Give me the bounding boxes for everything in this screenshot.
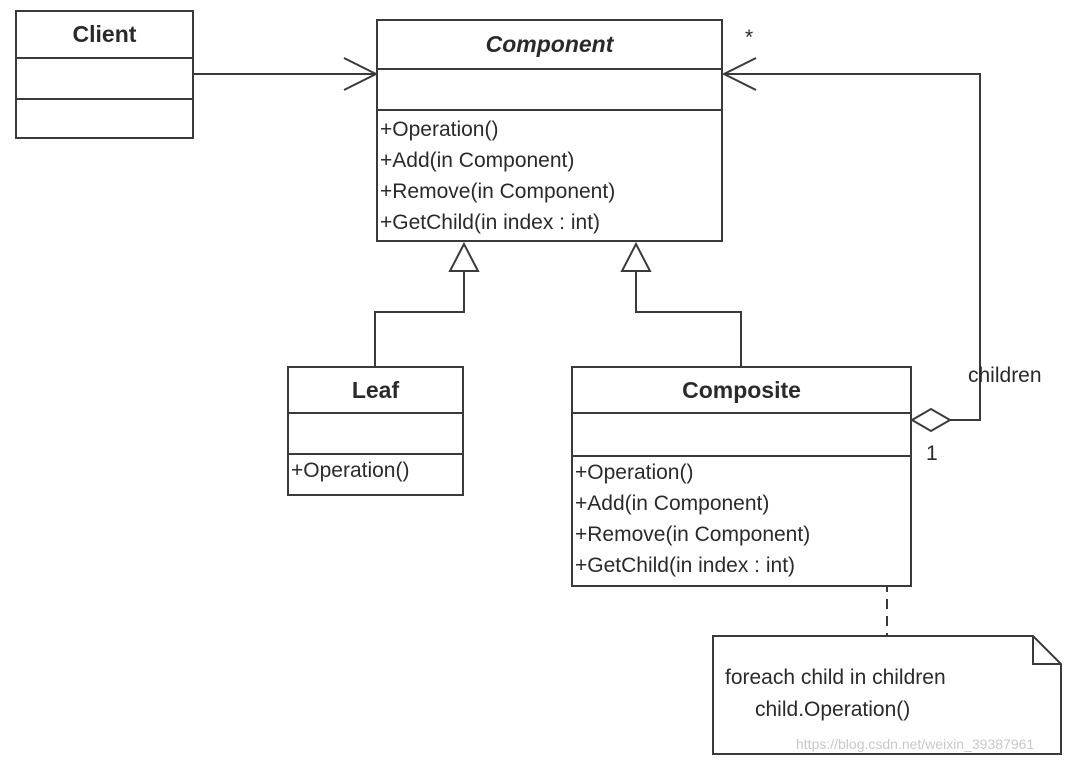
component-op: +Add(in Component) [380, 149, 575, 172]
client-attributes-compartment [17, 59, 192, 100]
client-operations-compartment [17, 100, 192, 137]
composite-class-name: Composite [573, 368, 910, 414]
leaf-op: +Operation() [291, 459, 410, 482]
composite-op: +Add(in Component) [575, 492, 770, 515]
component-class: Component +Operation() +Add(in Component… [376, 19, 723, 242]
client-class-name: Client [17, 12, 192, 59]
client-component-association [194, 57, 379, 91]
note-line: foreach child in children [725, 666, 946, 689]
component-op: +Operation() [380, 118, 499, 141]
leaf-attributes-compartment [289, 414, 462, 455]
multiplicity-one-label: 1 [926, 442, 938, 465]
composite-op: +Remove(in Component) [575, 523, 811, 546]
composite-op: +Operation() [575, 461, 694, 484]
composite-op: +GetChild(in index : int) [575, 554, 796, 577]
leaf-class-name: Leaf [289, 368, 462, 414]
children-role-label: children [968, 364, 1042, 387]
leaf-operations: +Operation() [289, 455, 462, 486]
composite-class: Composite +Operation() +Add(in Component… [571, 366, 912, 587]
leaf-generalization [374, 241, 480, 366]
note: foreach child in children child.Operatio… [713, 636, 1061, 754]
component-op: +Remove(in Component) [380, 180, 616, 203]
composite-attributes-compartment [573, 414, 910, 457]
component-class-name: Component [378, 21, 721, 70]
component-attributes-compartment [378, 70, 721, 111]
composite-operations: +Operation() +Add(in Component) +Remove(… [573, 457, 910, 581]
children-aggregation [721, 57, 981, 433]
note-line: child.Operation() [755, 698, 911, 721]
component-operations: +Operation() +Add(in Component) +Remove(… [378, 111, 721, 238]
multiplicity-star-label: * [745, 26, 754, 49]
client-class: Client [15, 10, 194, 139]
watermark: https://blog.csdn.net/weixin_39387961 [796, 736, 1035, 752]
composite-generalization [620, 241, 742, 366]
leaf-class: Leaf +Operation() [287, 366, 464, 496]
note-outline [712, 635, 1062, 755]
component-op: +GetChild(in index : int) [380, 211, 601, 234]
